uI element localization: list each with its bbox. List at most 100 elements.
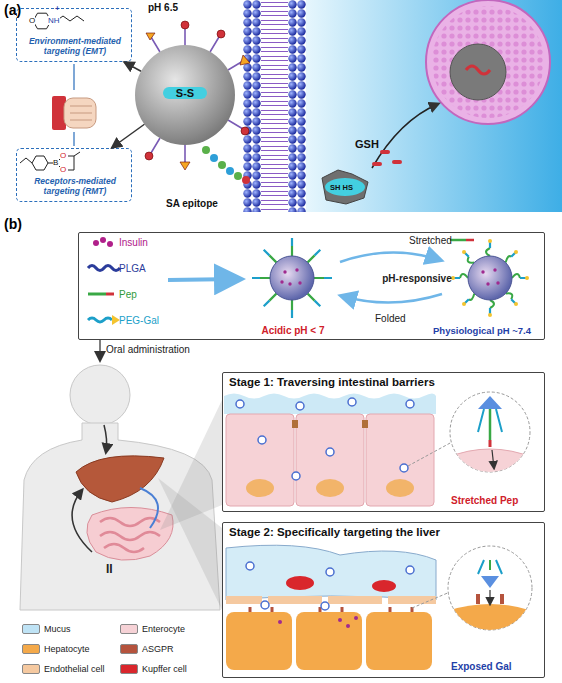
- annotation: (a): [4, 2, 21, 18]
- legend-swatch: [22, 624, 40, 634]
- component-icons: [88, 237, 238, 325]
- cell-surface: [446, 449, 534, 480]
- ligand-ball: [241, 127, 249, 135]
- peg: [478, 560, 502, 574]
- nucleus: [246, 479, 274, 497]
- stretched-pep-icon: [450, 239, 466, 242]
- portal-vein: [140, 488, 158, 528]
- endosome: [372, 0, 550, 168]
- epitope-bead: [218, 161, 226, 169]
- atom-label: B: [53, 158, 58, 167]
- mucus: [224, 394, 436, 415]
- cytoplasm: [306, 0, 562, 212]
- pep-stretched: [260, 246, 324, 310]
- legend-text: Kupffer cell: [142, 664, 187, 674]
- vesicle: [426, 0, 550, 124]
- stage-box: Stage 1: Traversing intestinal barriersS…: [222, 372, 545, 512]
- binding-arrow: [489, 590, 490, 604]
- node-title: Insulin: [119, 237, 148, 248]
- ligand-triangle: [240, 55, 250, 65]
- node-title: Environment-mediated targeting (EMT): [19, 36, 131, 56]
- benzene-ring: [32, 156, 48, 170]
- hepatocyte: [296, 612, 362, 670]
- stage2-illustration: [226, 545, 536, 670]
- node-text: Exposed Gal: [451, 661, 512, 672]
- plga-core: [468, 256, 512, 300]
- zoom-content: [446, 396, 534, 480]
- pep-folded: [489, 560, 491, 570]
- connector-arrow: [111, 124, 144, 148]
- epitope-bead: [242, 176, 250, 184]
- pep-folded: [460, 248, 520, 308]
- entry-arrow: [492, 450, 494, 468]
- butyl-chain: [56, 16, 84, 21]
- hepatocyte-surface: [444, 604, 536, 640]
- gal-ends: [451, 239, 529, 317]
- connector-arrow: [124, 62, 141, 71]
- asgpr: [250, 607, 412, 612]
- legend-swatch: [120, 664, 138, 674]
- kupffer-cell: [372, 580, 396, 592]
- tight-junction: [292, 420, 298, 428]
- annotation: pH 6.5: [148, 2, 178, 13]
- node-text: PEG-Gal: [119, 315, 159, 326]
- node-text: Stretched Pep: [451, 495, 518, 506]
- node-text: pH-responsive: [369, 273, 465, 284]
- node-title: Receptors-mediated targeting (RMT): [19, 176, 131, 196]
- insulin-dot: [100, 237, 106, 243]
- annotation: II: [106, 562, 113, 576]
- gsh: [380, 150, 390, 154]
- ligand-triangle: [180, 162, 190, 170]
- atom-label: O: [29, 16, 35, 25]
- cell-membrane: [243, 0, 562, 212]
- gal-head: [478, 396, 502, 409]
- ph-arrows: [340, 240, 474, 303]
- stretched-pep-tip: [466, 239, 474, 242]
- blood-vessel: [226, 545, 436, 600]
- legend-text: Hepatocyte: [44, 644, 90, 654]
- pep-icon: [88, 293, 106, 296]
- particles: [246, 562, 414, 610]
- insulin-load: [280, 268, 301, 285]
- pep: [489, 409, 492, 440]
- insulin-dot: [93, 240, 99, 246]
- formulation-box: InsulinPLGAPepPEG-GalStretchedpH-respons…: [78, 232, 545, 340]
- peg-icon: [88, 318, 112, 322]
- atom-label: +: [55, 4, 60, 13]
- nanoparticle: S-S: [135, 45, 235, 145]
- ligand-ball: [145, 152, 153, 160]
- pep-tip: [106, 293, 114, 296]
- node-title: Stage 1: Traversing intestinal barriers: [229, 376, 435, 388]
- epitope-bead: [202, 146, 210, 154]
- hepatocyte: [226, 612, 292, 670]
- legend-text: Endothelial cell: [44, 664, 105, 674]
- annotation: SH HS: [330, 183, 353, 192]
- targeting-box: Receptors-mediated targeting (RMT): [16, 148, 132, 202]
- lipid-heads: [288, 0, 306, 212]
- enterocyte: [366, 414, 434, 506]
- zoom-content: [444, 560, 536, 640]
- shell-fragment: [322, 170, 368, 204]
- node-title: S-S: [163, 87, 207, 99]
- particles: [236, 398, 414, 480]
- core: [325, 178, 365, 196]
- legend-swatch: [22, 664, 40, 674]
- uptake-arrow: [372, 104, 438, 168]
- assembly-arrow: [168, 279, 238, 280]
- portal-arrow: [72, 490, 92, 552]
- annotation: Oral administration: [106, 344, 190, 355]
- node-title: Stage 2: Specifically targeting the live…: [229, 526, 440, 538]
- legend-text: Enterocyte: [142, 624, 185, 634]
- swallow-arrow: [104, 425, 107, 452]
- ligand-ball: [181, 21, 189, 29]
- nucleus: [316, 479, 344, 497]
- hand-icon: [52, 64, 96, 146]
- nanoparticle-neutral: [451, 239, 529, 317]
- zoom-leader: [412, 592, 450, 608]
- gsh: [392, 160, 402, 164]
- kupffer-cell: [286, 576, 314, 590]
- node-text: PLGA: [119, 263, 146, 274]
- plga-core: [270, 256, 314, 300]
- fingers: [70, 106, 92, 120]
